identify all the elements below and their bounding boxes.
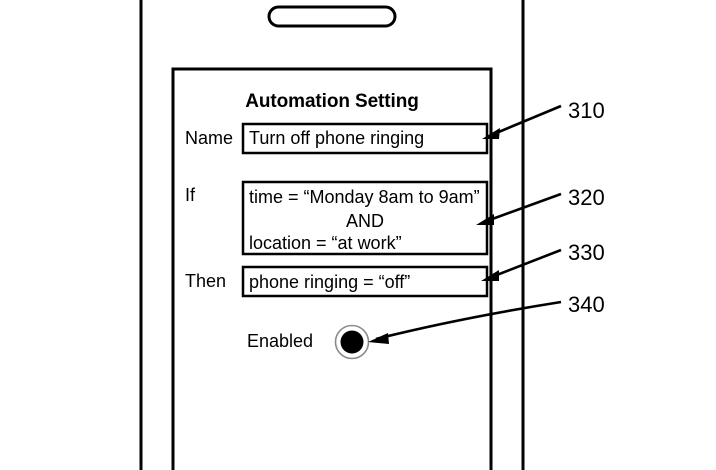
action-field-value[interactable]: phone ringing = “off” <box>249 272 411 292</box>
callout-leader-330 <box>481 248 562 281</box>
name-row-label: Name <box>185 128 234 148</box>
condition-field-box[interactable] <box>241 180 489 256</box>
enabled-toggle-dot[interactable] <box>340 330 364 354</box>
callout-leader-310 <box>482 104 562 139</box>
condition-line-operator[interactable]: AND <box>345 211 384 231</box>
callout-number-330: 330 <box>568 240 605 265</box>
name-field-value[interactable]: Turn off phone ringing <box>249 128 425 148</box>
page-title: Automation Setting <box>245 91 419 112</box>
callout-leader-320 <box>476 192 562 225</box>
screen-panel <box>171 67 493 470</box>
condition-line-location[interactable]: location = “at work” <box>249 233 402 253</box>
callout-number-320: 320 <box>568 185 605 210</box>
enabled-toggle-label: Enabled <box>247 331 314 351</box>
callout-leader-340 <box>368 300 562 344</box>
action-field-box[interactable] <box>241 265 489 298</box>
callout-number-340: 340 <box>568 292 605 317</box>
condition-line-time[interactable]: time = “Monday 8am to 9am” <box>249 187 480 207</box>
speaker-grille-icon <box>267 5 397 28</box>
callout-number-310: 310 <box>568 98 605 123</box>
condition-row-label: If <box>185 185 196 205</box>
action-row-label: Then <box>185 271 227 291</box>
name-field-box[interactable] <box>241 122 489 155</box>
